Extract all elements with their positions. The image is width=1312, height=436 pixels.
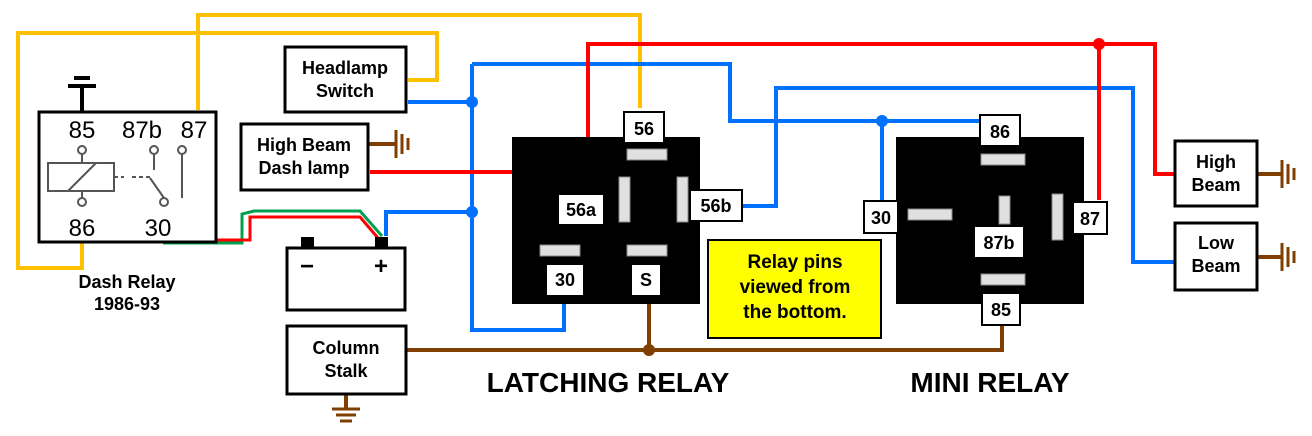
mini-relay-pin-labels (863, 114, 1108, 326)
pins-note: Relay pins viewed from the bottom. (707, 239, 882, 339)
dash-relay-caption-line-2: 1986-93 (94, 294, 160, 314)
junction-dot (466, 96, 478, 108)
headlamp-switch-line-2: Switch (316, 81, 374, 101)
high-beam-dash-lamp: High Beam Dash lamp (239, 122, 410, 192)
junction-dot (1093, 38, 1105, 50)
stalk-ground-icon (332, 407, 360, 423)
column-stalk-line-1: Column (313, 338, 380, 358)
low-beam: Low Beam (1173, 221, 1296, 292)
pins-note-line-2: viewed from (740, 277, 851, 298)
battery-body (285, 246, 407, 312)
blue-wire-headlamp-to-mini-30 (408, 62, 884, 200)
blue-wire-56b-to-low-beam (742, 86, 1175, 264)
battery-lead (163, 209, 384, 245)
junction-dot (643, 344, 655, 356)
latching-relay-pin-56a: 56a (566, 200, 597, 220)
dash-relay-ground-icon (68, 76, 96, 112)
red-wire-battery (163, 215, 380, 242)
dash-relay-pin-87b: 87b (122, 117, 162, 144)
latching-relay-pin-30: 30 (555, 270, 575, 290)
low-beam-line-2: Beam (1191, 256, 1240, 276)
high-beam-line-1: High (1196, 152, 1236, 172)
green-wire-battery (163, 209, 384, 245)
mini-relay-title: MINI RELAY (910, 367, 1070, 398)
blue-wire-battery-to-bus (384, 210, 472, 236)
latching-relay-pin-labels (545, 111, 743, 297)
high-beam-dash-lamp-line-1: High Beam (257, 135, 351, 155)
mini-relay-pin-30: 30 (871, 208, 891, 228)
low-beam-line-1: Low (1198, 233, 1235, 253)
battery-neg-terminal (301, 237, 314, 248)
blue-wires (384, 62, 1175, 332)
headlamp-switch-line-1: Headlamp (302, 58, 388, 78)
column-stalk-line-2: Stalk (324, 361, 368, 381)
column-stalk: Column Stalk (285, 324, 408, 423)
brown-wires (344, 142, 1282, 408)
brown-wire-stalk-to-85 (406, 325, 1004, 352)
latching-relay: 56 56a 56b 30 S LATCHING RELAY (487, 111, 743, 398)
yellow-wires (16, 13, 642, 270)
junction-dots (466, 38, 1105, 356)
mini-relay-pin-slots (907, 153, 1064, 286)
latching-relay-pin-slots (539, 148, 689, 257)
dash-relay-body (37, 110, 218, 244)
high-beam-dash-lamp-line-2: Dash lamp (258, 158, 349, 178)
dash-relay-pin-85: 85 (69, 117, 96, 144)
dash-relay-schematic-icon (47, 145, 187, 207)
battery-plus-sign: + (374, 253, 388, 280)
dash-relay-pin-30: 30 (145, 215, 172, 242)
latching-relay-pin-s: S (640, 270, 652, 290)
latching-relay-title: LATCHING RELAY (487, 367, 730, 398)
mini-relay: 86 30 87 87b 85 MINI RELAY (863, 114, 1108, 398)
yellow-wire-dash-relay-87-to-56 (196, 13, 642, 110)
red-wire-56a-to-high-beam (586, 42, 1175, 190)
battery-pos-terminal (375, 237, 388, 248)
yellow-wire-dash-relay-86-loop (16, 31, 439, 270)
dash-relay-pin-86: 86 (69, 215, 96, 242)
mini-relay-pin-87b: 87b (983, 233, 1014, 253)
battery-minus-sign: − (300, 253, 314, 280)
latching-relay-pin-56: 56 (634, 119, 654, 139)
mini-relay-pin-87: 87 (1080, 209, 1100, 229)
dash-lamp-ground-icon (394, 130, 410, 158)
dash-relay-caption-line-1: Dash Relay (78, 272, 175, 292)
latching-relay-pin-56b: 56b (700, 196, 731, 216)
pins-note-line-3: the bottom. (743, 302, 846, 323)
high-beam: High Beam (1173, 139, 1296, 208)
high-beam-line-2: Beam (1191, 175, 1240, 195)
high-beam-ground-icon (1280, 160, 1296, 188)
dash-relay-pin-87: 87 (181, 117, 208, 144)
mini-relay-pin-85: 85 (991, 300, 1011, 320)
mini-relay-pin-86: 86 (990, 122, 1010, 142)
battery: − + (285, 237, 407, 312)
dash-relay: 85 87b 87 86 30 Dash Relay 1986-93 (37, 76, 218, 314)
junction-dot (466, 206, 478, 218)
low-beam-ground-icon (1280, 243, 1296, 271)
blue-wire-bus (470, 64, 566, 332)
headlamp-switch: Headlamp Switch (283, 45, 408, 114)
latching-relay-body (512, 137, 700, 304)
junction-dot (876, 115, 888, 127)
pins-note-line-1: Relay pins (747, 252, 842, 273)
